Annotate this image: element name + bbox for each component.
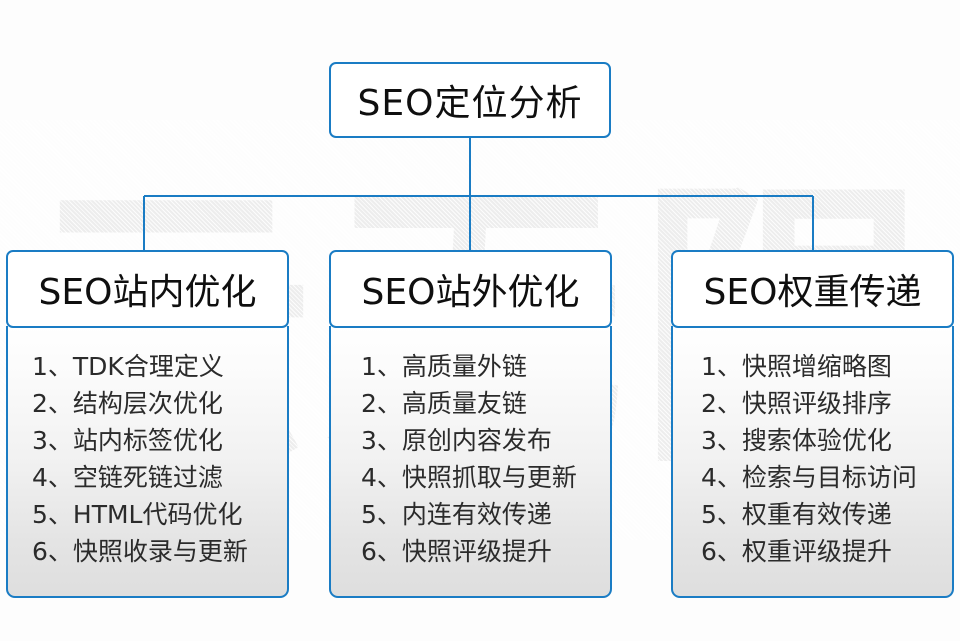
list-item[interactable]: 3、原创内容发布: [361, 426, 552, 455]
list-item[interactable]: 2、高质量友链: [361, 389, 527, 418]
column-seo-onsite: SEO站内优化 1、TDK合理定义 2、结构层次优化 3、站内标签优化 4、空链…: [6, 250, 289, 598]
list-item[interactable]: 5、权重有效传递: [701, 500, 892, 529]
list-item[interactable]: 5、内连有效传递: [361, 500, 552, 529]
column-header-seo-offsite[interactable]: SEO站外优化: [329, 250, 612, 328]
column-seo-offsite: SEO站外优化 1、高质量外链 2、高质量友链 3、原创内容发布 4、快照抓取与…: [329, 250, 612, 598]
list-item[interactable]: 4、检索与目标访问: [701, 463, 917, 492]
column-body-seo-weight-transfer: 1、快照增缩略图 2、快照评级排序 3、搜索体验优化 4、检索与目标访问 5、权…: [671, 326, 954, 598]
list-item[interactable]: 6、权重评级提升: [701, 537, 892, 566]
column-body-seo-onsite: 1、TDK合理定义 2、结构层次优化 3、站内标签优化 4、空链死链过滤 5、H…: [6, 326, 289, 598]
list-item[interactable]: 1、高质量外链: [361, 352, 527, 381]
list-item[interactable]: 6、快照收录与更新: [32, 537, 248, 566]
item-list: 1、TDK合理定义 2、结构层次优化 3、站内标签优化 4、空链死链过滤 5、H…: [8, 348, 287, 570]
list-item[interactable]: 2、结构层次优化: [32, 389, 223, 418]
list-item[interactable]: 1、快照增缩略图: [701, 352, 892, 381]
column-header-seo-onsite[interactable]: SEO站内优化: [6, 250, 289, 328]
list-item[interactable]: 1、TDK合理定义: [32, 352, 224, 381]
item-list: 1、快照增缩略图 2、快照评级排序 3、搜索体验优化 4、检索与目标访问 5、权…: [673, 348, 952, 570]
list-item[interactable]: 2、快照评级排序: [701, 389, 892, 418]
root-node-title: SEO定位分析: [357, 83, 583, 124]
list-item[interactable]: 4、快照抓取与更新: [361, 463, 577, 492]
column-seo-weight-transfer: SEO权重传递 1、快照增缩略图 2、快照评级排序 3、搜索体验优化 4、检索与…: [671, 250, 954, 598]
column-body-seo-offsite: 1、高质量外链 2、高质量友链 3、原创内容发布 4、快照抓取与更新 5、内连有…: [329, 326, 612, 598]
column-title: SEO站内优化: [38, 272, 257, 313]
list-item[interactable]: 5、HTML代码优化: [32, 500, 243, 529]
column-title: SEO权重传递: [703, 272, 922, 313]
list-item[interactable]: 4、空链死链过滤: [32, 463, 223, 492]
root-node[interactable]: SEO定位分析: [329, 62, 611, 138]
column-header-seo-weight-transfer[interactable]: SEO权重传递: [671, 250, 954, 328]
list-item[interactable]: 6、快照评级提升: [361, 537, 552, 566]
item-list: 1、高质量外链 2、高质量友链 3、原创内容发布 4、快照抓取与更新 5、内连有…: [331, 348, 610, 570]
column-title: SEO站外优化: [361, 272, 580, 313]
list-item[interactable]: 3、搜索体验优化: [701, 426, 892, 455]
list-item[interactable]: 3、站内标签优化: [32, 426, 223, 455]
